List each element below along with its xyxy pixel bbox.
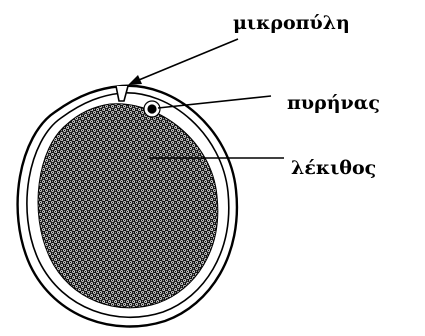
micropyle-label: μικροπύλη — [233, 12, 350, 34]
nucleus-label: πυρήνας — [287, 92, 380, 114]
yolk-label: λέκιθος — [291, 157, 376, 179]
micropyle-pointer-line — [134, 39, 238, 82]
micropyle-arrowhead — [128, 75, 142, 85]
nucleus — [147, 104, 156, 113]
